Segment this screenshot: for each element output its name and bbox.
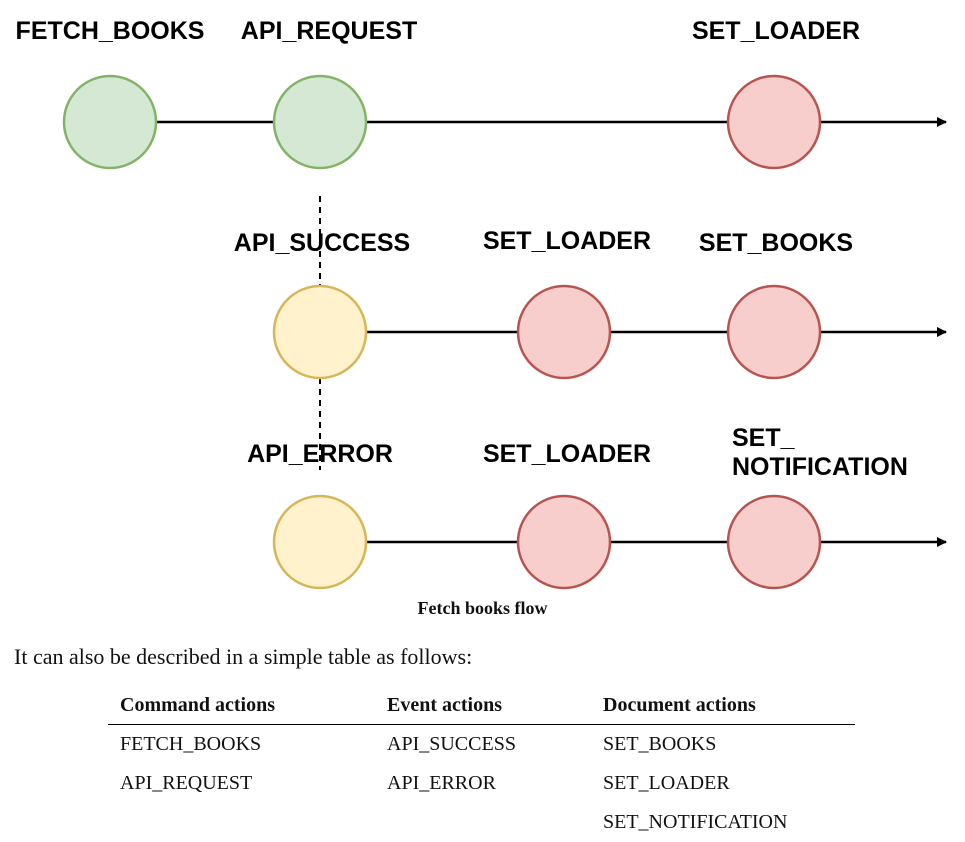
- node-api-success: [272, 284, 368, 380]
- table-cell: API_ERROR: [387, 772, 496, 794]
- header-document-actions: Document actions: [591, 688, 855, 725]
- table-cell: API_REQUEST: [120, 772, 253, 794]
- table-cell: [375, 803, 591, 842]
- node-api-request: [272, 74, 368, 170]
- label-set-loader-row1: SET_LOADER: [692, 17, 860, 45]
- table-cell: API_SUCCESS: [387, 733, 516, 755]
- label-set-loader-row3: SET_LOADER: [483, 440, 651, 468]
- label-api-error: API_ERROR: [247, 440, 393, 468]
- table-cell: FETCH_BOOKS: [120, 733, 262, 755]
- table-header-row: Command actions Event actions Document a…: [108, 688, 855, 725]
- label-set-loader-row2: SET_LOADER: [483, 227, 651, 255]
- label-set-books: SET_BOOKS: [699, 229, 853, 257]
- label-set-notification-line2: NOTIFICATION: [732, 453, 908, 481]
- table-cell: SET_LOADER: [603, 772, 730, 794]
- fetch-books-flow-diagram: FETCH_BOOKS API_REQUEST SET_LOADER API_S…: [16, 17, 947, 590]
- node-set-loader-row2: [516, 284, 612, 380]
- table-row: API_REQUEST API_ERROR SET_LOADER: [108, 764, 855, 803]
- node-set-loader-row3: [516, 494, 612, 590]
- node-set-loader-row1: [726, 74, 822, 170]
- intro-paragraph: It can also be described in a simple tab…: [14, 644, 473, 669]
- label-set-notification-line1: SET_: [732, 424, 796, 452]
- node-set-books: [726, 284, 822, 380]
- table-cell: [108, 803, 375, 842]
- label-api-request: API_REQUEST: [241, 17, 417, 45]
- label-fetch-books: FETCH_BOOKS: [16, 17, 205, 45]
- header-command-actions: Command actions: [108, 688, 375, 725]
- node-set-notification: [726, 494, 822, 590]
- table-cell: SET_NOTIFICATION: [603, 811, 788, 833]
- node-api-error: [272, 494, 368, 590]
- table-row: FETCH_BOOKS API_SUCCESS SET_BOOKS: [108, 725, 855, 765]
- label-api-success: API_SUCCESS: [234, 229, 410, 257]
- figure-caption: Fetch books flow: [417, 598, 548, 618]
- actions-table: Command actions Event actions Document a…: [108, 688, 855, 842]
- table-row: SET_NOTIFICATION: [108, 803, 855, 842]
- table-cell: SET_BOOKS: [603, 733, 717, 755]
- node-fetch-books: [62, 74, 158, 170]
- header-event-actions: Event actions: [375, 688, 591, 725]
